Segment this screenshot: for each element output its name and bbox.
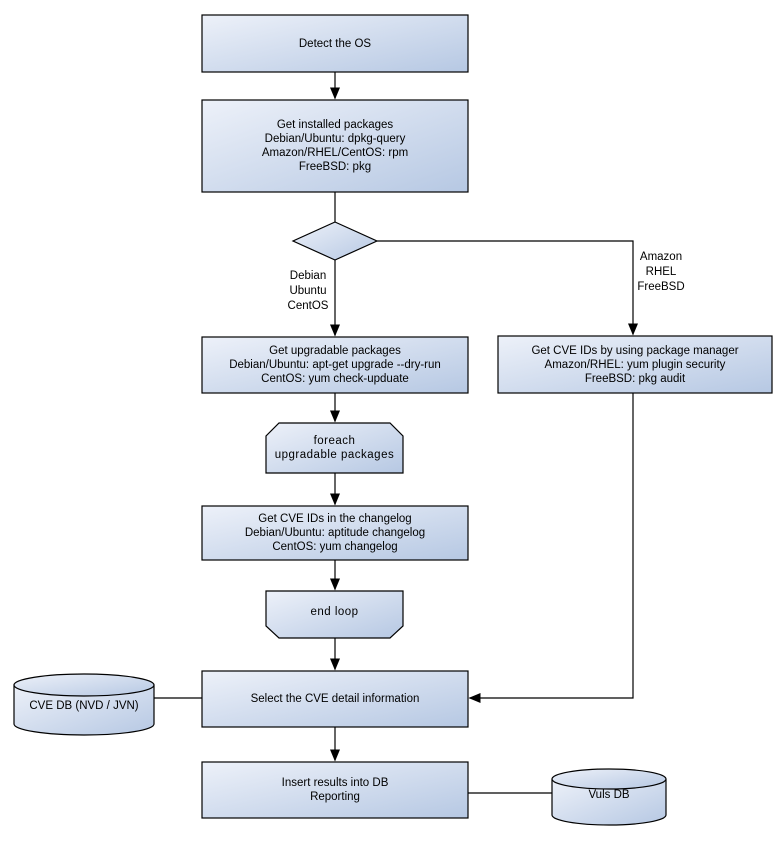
node-get-upgradable-packages-shape (201, 336, 469, 394)
cylinder-cve-db-top (13, 673, 155, 697)
node-get-cve-ids-changelog-shape (201, 505, 469, 561)
cylinder-cve-db-body (13, 685, 155, 736)
node-end-loop-shape (265, 590, 404, 639)
node-get-cve-ids-package-manager-shape (497, 335, 773, 394)
decision-diamond-shape (291, 221, 379, 261)
edge-decision-to-package-manager (377, 240, 638, 336)
cylinder-vuls-db-top (551, 768, 667, 790)
node-get-installed-packages-shape (201, 99, 469, 193)
node-foreach-loop-start-shape (265, 422, 404, 474)
node-detect-os-shape (201, 14, 469, 73)
edge-package-manager-to-select (468, 393, 634, 703)
node-insert-results-shape (201, 761, 469, 819)
cylinder-vuls-db-body (551, 779, 667, 826)
connectors-group (154, 72, 638, 794)
node-select-cve-detail-shape (201, 670, 469, 728)
